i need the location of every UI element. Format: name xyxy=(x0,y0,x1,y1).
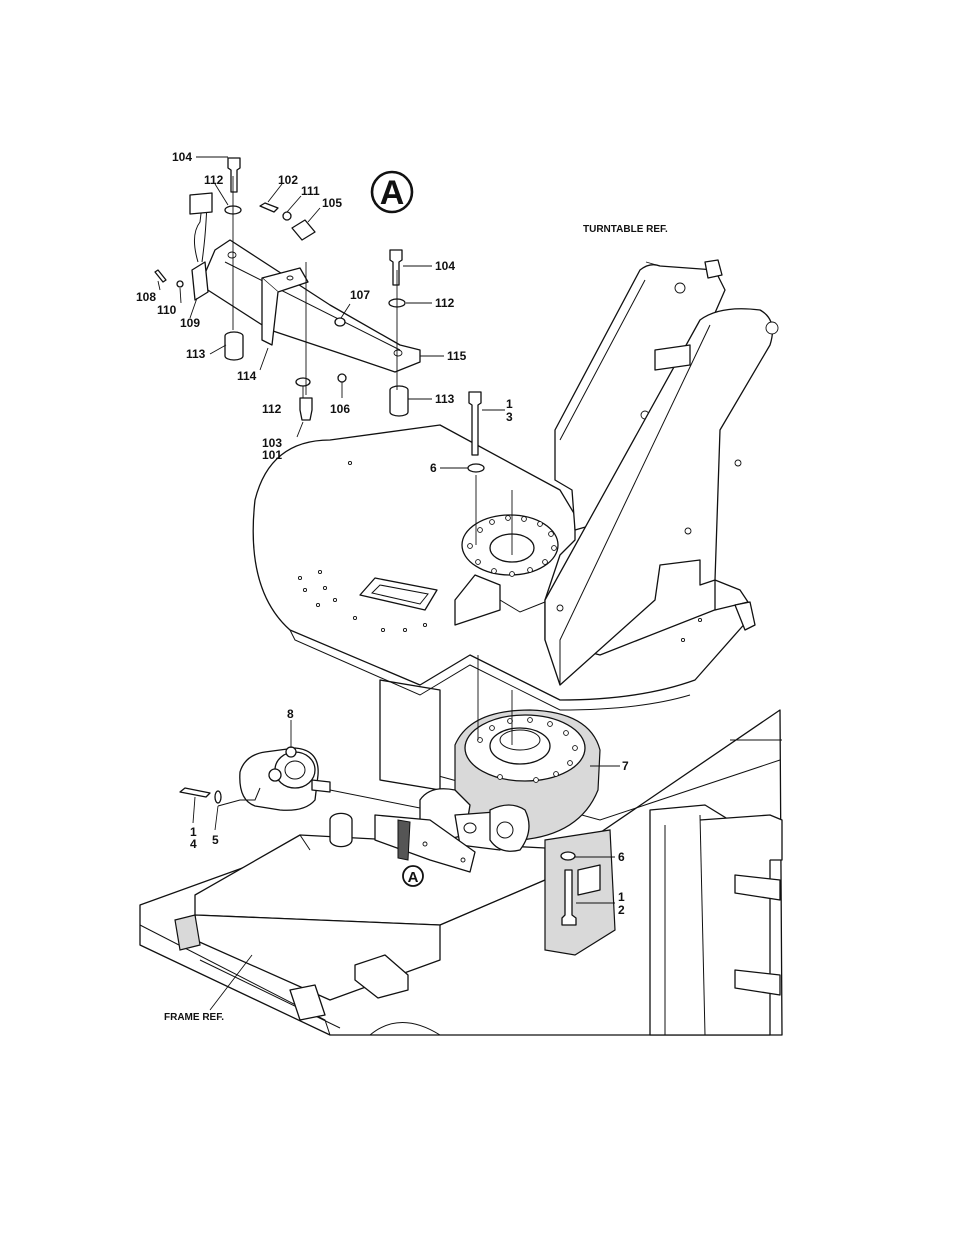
callout-103: 103 xyxy=(262,436,282,450)
detail-a-location-label: A xyxy=(408,869,419,886)
turntable-plate xyxy=(252,424,749,711)
callout-104: 104 xyxy=(435,259,455,273)
callout-7: 7 xyxy=(622,759,629,773)
callout-114: 114 xyxy=(237,369,257,383)
turntable-uprights xyxy=(544,259,779,686)
callout-105: 105 xyxy=(322,196,342,210)
callout-4: 4 xyxy=(190,837,197,851)
callout-102: 102 xyxy=(278,173,298,187)
callout-108: 108 xyxy=(136,290,156,304)
callout-106: 106 xyxy=(330,402,350,416)
callout-113: 113 xyxy=(186,347,206,361)
leader-lines xyxy=(157,156,661,1011)
rotation-bearing xyxy=(454,709,601,841)
frame-ref-label: FRAME REF. xyxy=(164,1012,224,1023)
callout-112: 112 xyxy=(262,402,282,416)
callout-115: 115 xyxy=(447,349,467,363)
callout-1: 1 xyxy=(618,890,625,904)
callout-104: 104 xyxy=(172,150,192,164)
drive-gearbox xyxy=(329,788,530,873)
callout-110: 110 xyxy=(157,303,177,317)
detail-a-location-mark: A xyxy=(402,865,424,887)
ring-bolt-holes xyxy=(467,515,557,577)
callout-1: 1 xyxy=(506,397,513,411)
motor-fasteners xyxy=(179,787,222,804)
callout-5: 5 xyxy=(212,833,219,847)
callout-101: 101 xyxy=(262,448,282,462)
callout-113: 113 xyxy=(435,392,455,406)
callout-1: 1 xyxy=(190,825,197,839)
detail-a-mark: A xyxy=(370,170,414,214)
callout-112: 112 xyxy=(435,296,455,310)
callout-6: 6 xyxy=(618,850,625,864)
callout-112: 112 xyxy=(204,173,224,187)
bearing-bolt-holes xyxy=(477,717,578,783)
callout-labels: 104 112 102 111 105 108 110 109 104 107 … xyxy=(136,150,629,917)
drive-motor xyxy=(217,746,331,811)
callout-6: 6 xyxy=(430,461,437,475)
callout-107: 107 xyxy=(350,288,370,302)
turntable-ref-label: TURNTABLE REF. xyxy=(583,224,668,235)
detail-a-assembly xyxy=(154,157,421,421)
detail-a-label: A xyxy=(380,174,405,212)
callout-109: 109 xyxy=(180,316,200,330)
turntable-bolts xyxy=(467,391,577,926)
callout-3: 3 xyxy=(506,410,513,424)
callout-2: 2 xyxy=(618,903,625,917)
callout-111: 111 xyxy=(301,184,320,198)
callout-8: 8 xyxy=(287,707,294,721)
reference-labels: TURNTABLE REF. FRAME REF. xyxy=(164,224,668,1023)
